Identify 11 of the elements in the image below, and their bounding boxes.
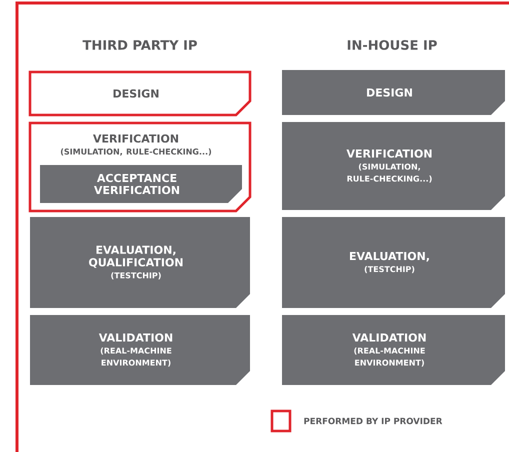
step-box: DESIGN xyxy=(282,70,505,115)
column-heading: THIRD PARTY IP xyxy=(82,40,197,50)
step-box: EVALUATION, QUALIFICATION (TESTCHIP) xyxy=(30,216,250,308)
column-heading: IN-HOUSE IP xyxy=(348,40,437,50)
step-box: EVALUATION, (TESTCHIP) xyxy=(282,216,505,308)
step-box: ACCEPTANCE VERIFICATION xyxy=(40,165,242,203)
outlined-step-box: DESIGN xyxy=(28,70,252,116)
step-box: VALIDATION (REAL-MACHINE ENVIRONMENT) xyxy=(282,314,505,385)
step-box: VALIDATION (REAL-MACHINE ENVIRONMENT) xyxy=(30,314,250,385)
legend-text: PERFORMED BY IP PROVIDER xyxy=(304,418,442,424)
step-box: VERIFICATION (SIMULATION, RULE-CHECKING...) xyxy=(282,122,505,210)
